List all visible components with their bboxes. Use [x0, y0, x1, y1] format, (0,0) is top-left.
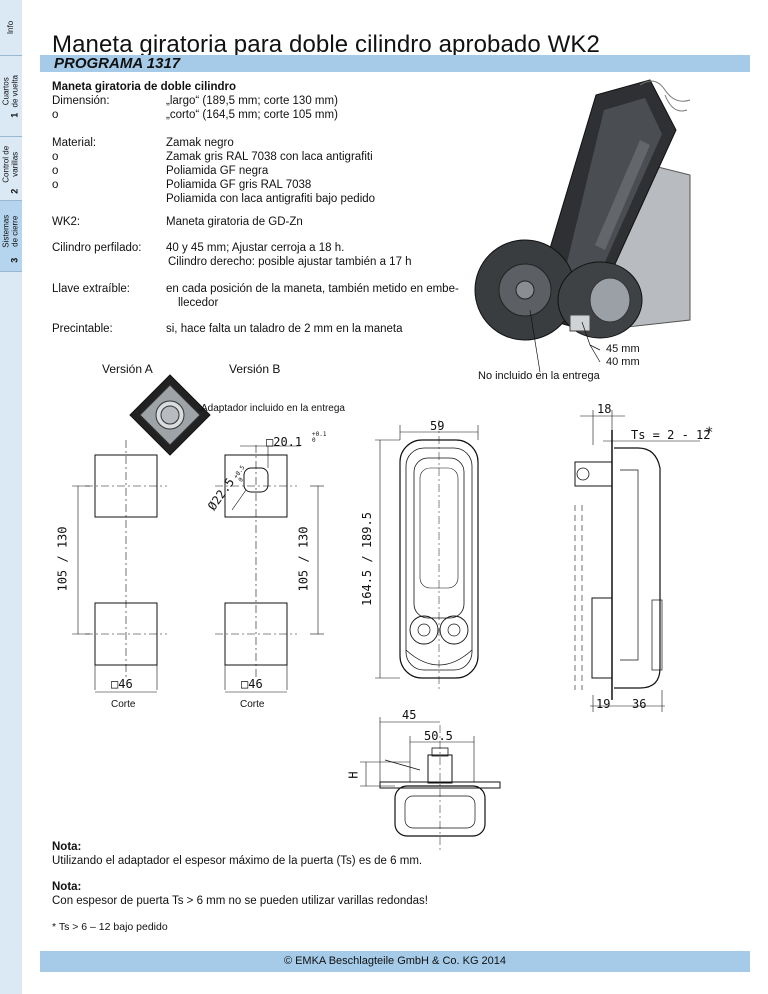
- material-value: Zamak negro: [166, 137, 234, 149]
- cutout-label-a: Corte: [111, 699, 136, 710]
- side-view-drawing: [574, 410, 700, 712]
- material-value: Poliamida GF gris RAL 7038: [166, 179, 312, 191]
- front-view-drawing: [375, 420, 479, 690]
- key-value: en cada posición de la maneta, también m…: [166, 283, 459, 295]
- or-label: o: [52, 179, 59, 191]
- not-included-label: No incluido en la entrega: [478, 370, 600, 382]
- program-title: PROGRAMA 1317: [54, 55, 181, 72]
- cylinder-length-label: 45 mm: [606, 343, 640, 355]
- version-a-label: Versión A: [102, 362, 153, 376]
- dim-45: 45: [402, 708, 417, 722]
- dim-h: H: [346, 771, 361, 779]
- dim-square-46-a: □46: [111, 677, 133, 691]
- dim-36: 36: [632, 697, 647, 711]
- product-photo: [474, 79, 691, 341]
- sidebar-tabs: Info 1 Cuartos de vuelta 2 Control de va…: [0, 0, 22, 994]
- adapter-label: Adaptador incluido en la entrega: [201, 403, 345, 414]
- material-label: Material:: [52, 137, 97, 149]
- adapter-drawing: [129, 374, 211, 456]
- or-label: o: [52, 109, 59, 121]
- cylinder-label: Cilindro perfilado:: [52, 242, 142, 254]
- seal-value: si, hace falta un taladro de 2 mm en la …: [166, 323, 403, 335]
- dim-square-20-tol: +0.1 0: [312, 431, 327, 444]
- key-label: Llave extraíble:: [52, 283, 130, 295]
- copyright: © EMKA Beschlagteile GmbH & Co. KG 2014: [283, 955, 507, 967]
- dim-door-thickness: Ts = 2 - 12: [631, 428, 711, 442]
- dim-length: 164.5 / 189.5: [359, 512, 374, 606]
- dim-square-20: □20.1: [266, 435, 303, 449]
- seal-label: Precintable:: [52, 323, 113, 335]
- dimension-label: Dimensión:: [52, 95, 110, 107]
- cylinder-length-label: 40 mm: [606, 356, 640, 368]
- tab-sistemas-de-cierre[interactable]: 3 Sistemas de cierre: [0, 201, 22, 271]
- cylinder-cutout: [243, 467, 269, 493]
- note-1-title: Nota:: [52, 841, 82, 853]
- note-2-title: Nota:: [52, 881, 82, 893]
- dim-19: 19: [596, 697, 611, 711]
- dim-18: 18: [597, 402, 612, 416]
- material-value: Poliamida con laca antigrafiti bajo pedi…: [166, 193, 376, 205]
- cylinder-value: Cilindro derecho: posible ajustar tambié…: [168, 256, 412, 268]
- material-value: Poliamida GF negra: [166, 165, 269, 177]
- page-title: Maneta giratoria para doble cilindro apr…: [52, 31, 600, 58]
- note-3-text: * Ts > 6 – 12 bajo pedido: [52, 921, 168, 933]
- or-label: o: [52, 151, 59, 163]
- dimension-value-short: „corto“ (164,5 mm; corte 105 mm): [166, 109, 338, 121]
- footer-band: © EMKA Beschlagteile GmbH & Co. KG 2014: [40, 951, 750, 972]
- material-value: Zamak gris RAL 7038 con laca antigrafiti: [166, 151, 373, 163]
- note-2-text: Con espesor de puerta Ts > 6 mm no se pu…: [52, 895, 428, 907]
- dim-50-5: 50.5: [424, 729, 453, 743]
- spec-heading: Maneta giratoria de doble cilindro: [52, 81, 237, 93]
- wk2-value: Maneta giratoria de GD-Zn: [166, 216, 303, 228]
- program-band: PROGRAMA 1317: [40, 55, 750, 72]
- cylinder-value: 40 y 45 mm; Ajustar cerroja a 18 h.: [166, 242, 345, 254]
- or-label: o: [52, 165, 59, 177]
- dim-square-46-b: □46: [241, 677, 263, 691]
- dim-star: *: [705, 425, 714, 441]
- key-value: llecedor: [178, 297, 219, 309]
- top-view-drawing: [360, 717, 501, 850]
- note-1-text: Utilizando el adaptador el espesor máxim…: [52, 855, 423, 867]
- dim-height-b: 105 / 130: [296, 526, 311, 592]
- wk2-label: WK2:: [52, 216, 81, 228]
- version-b-label: Versión B: [229, 362, 281, 376]
- cutout-label-b: Corte: [240, 699, 265, 710]
- dim-width-59: 59: [430, 419, 445, 433]
- dimension-value-long: „largo“ (189,5 mm; corte 130 mm): [166, 95, 338, 107]
- dim-height-a: 105 / 130: [55, 526, 70, 592]
